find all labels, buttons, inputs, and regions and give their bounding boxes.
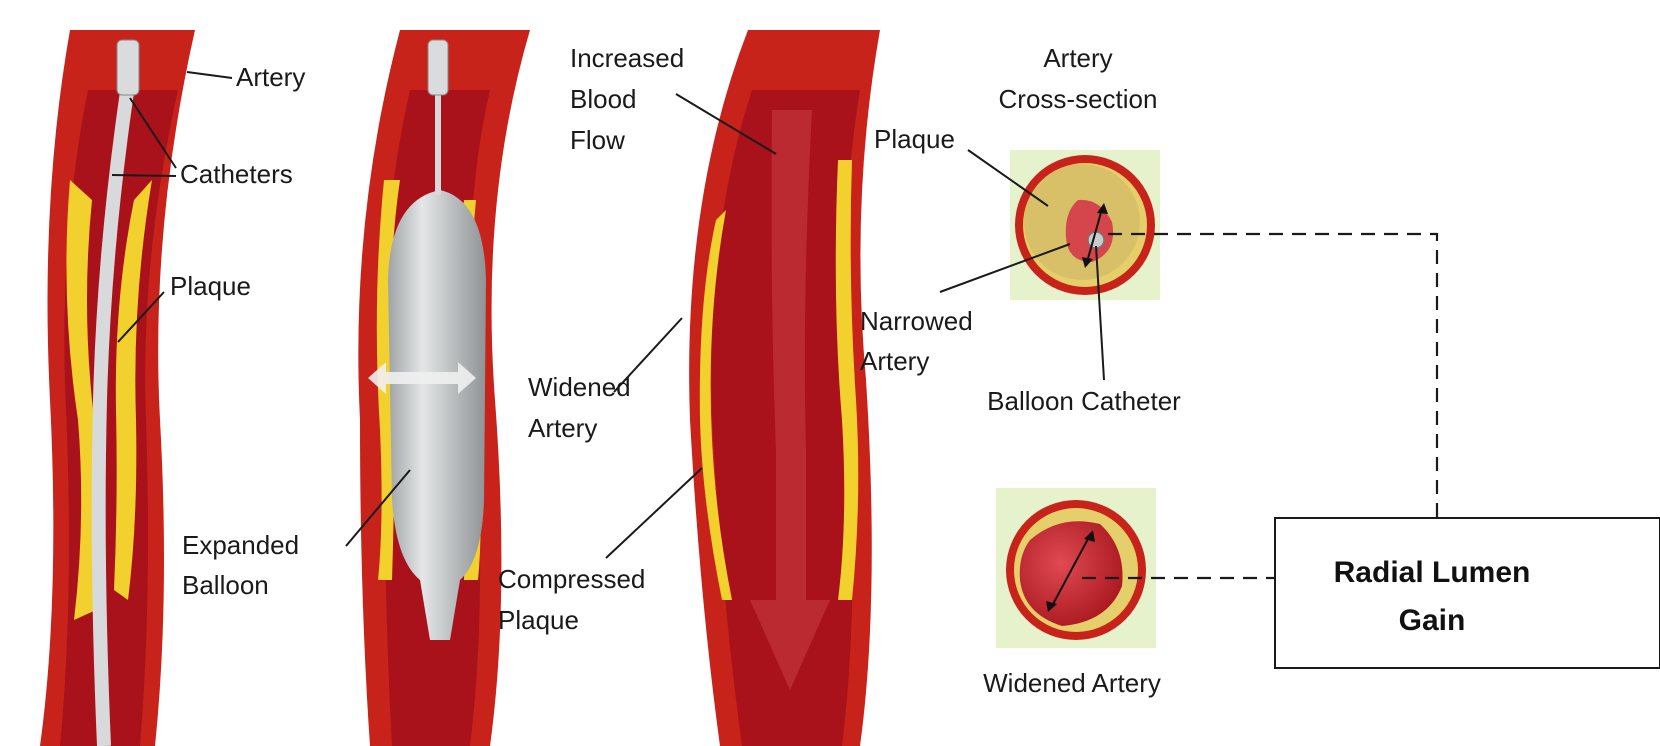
cross-section-narrowed (1010, 150, 1160, 300)
label-expanded-balloon-line1: Expanded (182, 530, 299, 560)
artery-panel-balloon (358, 30, 530, 746)
catheter-tip (428, 40, 448, 95)
label-narrowed-artery-line1: Narrowed (860, 306, 973, 336)
label-widened-artery-line2: Artery (528, 413, 597, 443)
label-compressed-plaque-line2: Plaque (498, 605, 579, 635)
label-catheters: Catheters (180, 159, 293, 189)
artery-panel-catheter (40, 30, 195, 746)
catheter-tip (117, 40, 139, 95)
artery-panel-widened (689, 30, 880, 746)
label-narrowed-artery-line2: Artery (860, 346, 929, 376)
label-compressed-plaque-line1: Compressed (498, 564, 645, 594)
label-cross-section-title-line2: Cross-section (999, 84, 1158, 114)
leader-catheters-shaft (112, 175, 176, 176)
label-increased-flow-line3: Flow (570, 125, 625, 155)
label-plaque-cross: Plaque (874, 124, 955, 154)
leader-artery (187, 72, 232, 78)
label-balloon-catheter: Balloon Catheter (987, 386, 1181, 416)
label-increased-flow-line2: Blood (570, 84, 637, 114)
cross-section-widened (996, 488, 1156, 648)
label-artery: Artery (236, 62, 305, 92)
label-radial-lumen-gain-line2: Gain (1399, 604, 1466, 637)
label-plaque: Plaque (170, 271, 251, 301)
label-radial-lumen-gain-line1: Radial Lumen (1334, 556, 1531, 589)
label-widened-artery-line1: Widened (528, 372, 631, 402)
label-expanded-balloon-line2: Balloon (182, 570, 269, 600)
radial-lumen-gain-box (1275, 518, 1660, 668)
label-cross-section-title-line1: Artery (1043, 43, 1112, 73)
balloon-catheter-dot (1088, 232, 1104, 248)
leader-compressed-plaque (606, 468, 702, 558)
label-widened-artery-bottom: Widened Artery (983, 668, 1161, 698)
label-increased-flow-line1: Increased (570, 43, 684, 73)
